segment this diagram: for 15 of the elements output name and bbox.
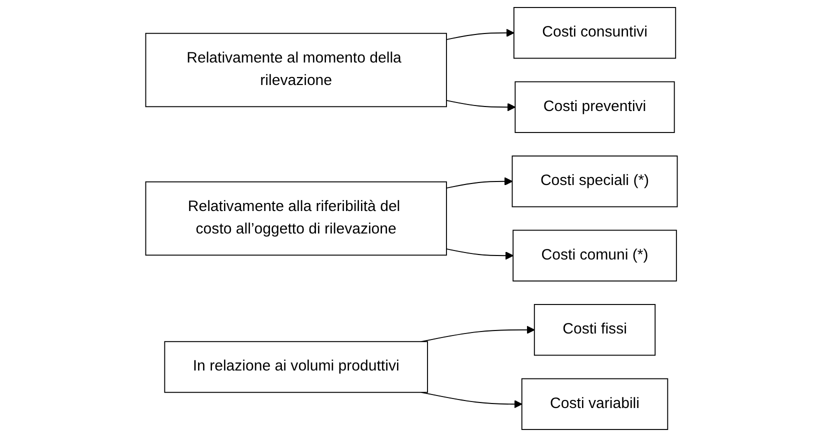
arrow [420,326,535,342]
arrow [446,100,516,112]
node-box: Costi speciali (*) [512,156,678,208]
node-box: Costi preventivi [514,81,675,133]
node-box: In relazione ai volumi produttivi [164,341,428,393]
arrow [446,177,513,188]
node-box: Relativamente al momento della rilevazione [145,32,447,108]
node-box: Relativamente alla riferibilità del costo all’oggetto di rilevazione [145,181,447,256]
arrow [446,28,514,40]
node-box: Costi fissi [534,304,656,356]
node-box: Costi variabili [521,378,668,430]
arrow [420,392,522,408]
arrow [446,248,514,260]
node-box: Costi consuntivi [513,7,676,59]
node-box: Costi comuni (*) [512,230,677,282]
